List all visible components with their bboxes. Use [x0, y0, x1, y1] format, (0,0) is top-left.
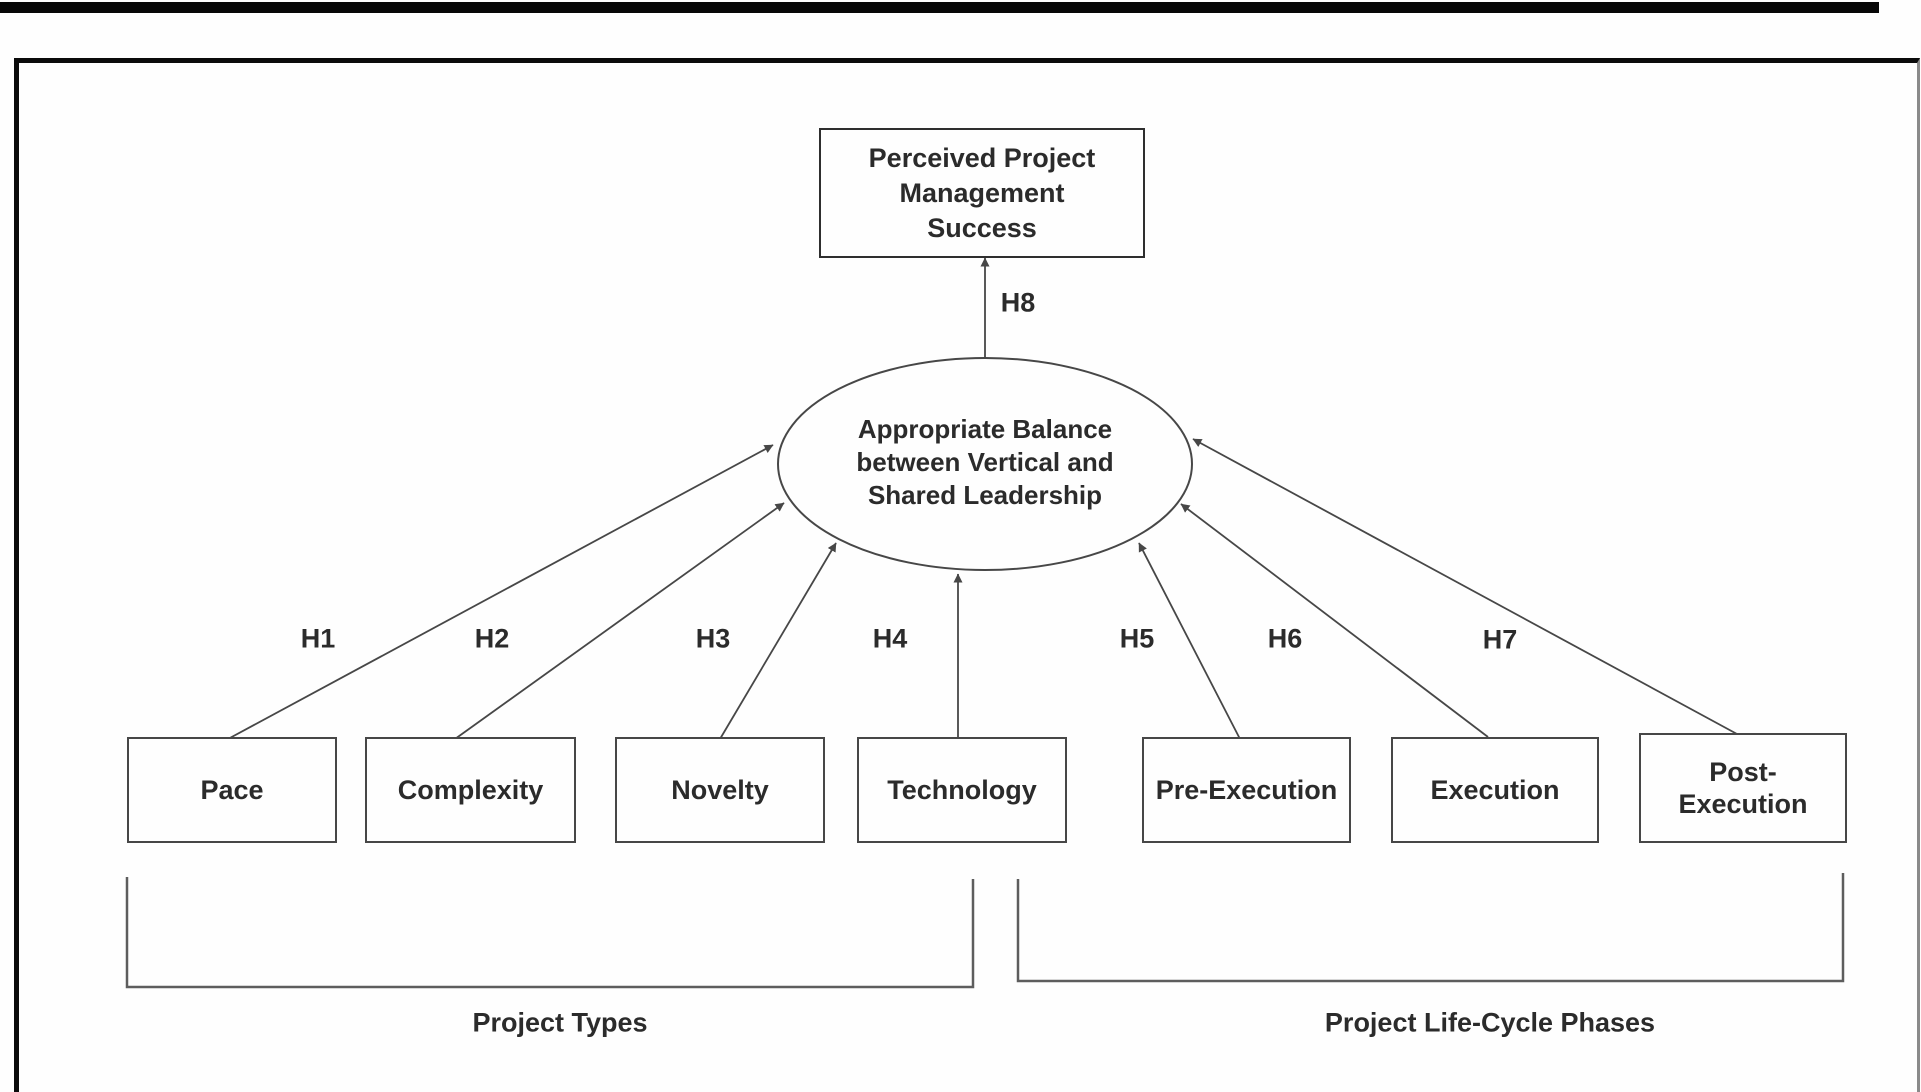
- factor-box-label: Pace: [200, 775, 264, 805]
- group-label-project-types: Project Types: [472, 1007, 648, 1038]
- hypothesis-label-h8: H8: [1000, 287, 1036, 318]
- edge-h5-arrow: [1138, 542, 1241, 740]
- hypothesis-label-h6: H6: [1267, 623, 1303, 654]
- factor-box-label: Complexity: [397, 775, 544, 805]
- factor-box-novelty: Novelty: [615, 737, 825, 843]
- factor-box-technology: Technology: [857, 737, 1067, 843]
- group-label-life-cycle-phases: Project Life-Cycle Phases: [1324, 1007, 1656, 1038]
- factor-box-label: Novelty: [671, 775, 769, 805]
- hypothesis-label-h4: H4: [872, 623, 908, 654]
- hypothesis-label-h1: H1: [300, 623, 336, 654]
- factor-box-label: Technology: [887, 775, 1037, 805]
- edge-h1-arrow: [227, 444, 774, 740]
- edge-h6-arrow: [1180, 503, 1489, 738]
- factor-box-label: Pre-Execution: [1155, 775, 1338, 805]
- diagram-frame-border: [14, 58, 1920, 1092]
- factor-box-label: Execution: [1430, 775, 1560, 805]
- hypothesis-label-h5: H5: [1119, 623, 1155, 654]
- edge-h7-arrow: [1192, 438, 1738, 735]
- edge-h3-arrow: [719, 542, 837, 740]
- bracket-life-cycle-phases: [1016, 873, 1845, 983]
- outcome-box-perceived-success: Perceived Project Management Success: [819, 128, 1145, 258]
- edge-h2-arrow: [454, 502, 785, 740]
- factor-box-pre-execution: Pre-Execution: [1142, 737, 1351, 843]
- hypothesis-label-h2: H2: [474, 623, 510, 654]
- factor-box-execution: Execution: [1391, 737, 1599, 843]
- factor-box-label: Post-Execution: [1678, 757, 1808, 819]
- bracket-project-types: [125, 877, 975, 989]
- hypothesis-label-h3: H3: [695, 623, 731, 654]
- top-rule-divider: [0, 2, 1879, 13]
- factor-box-complexity: Complexity: [365, 737, 576, 843]
- factor-box-post-execution: Post-Execution: [1639, 733, 1847, 843]
- outcome-box-label: Perceived Project Management Success: [868, 142, 1096, 243]
- hypothesis-label-h7: H7: [1482, 624, 1518, 655]
- mediator-label: Appropriate Balance between Vertical and…: [856, 414, 1114, 510]
- factor-box-pace: Pace: [127, 737, 337, 843]
